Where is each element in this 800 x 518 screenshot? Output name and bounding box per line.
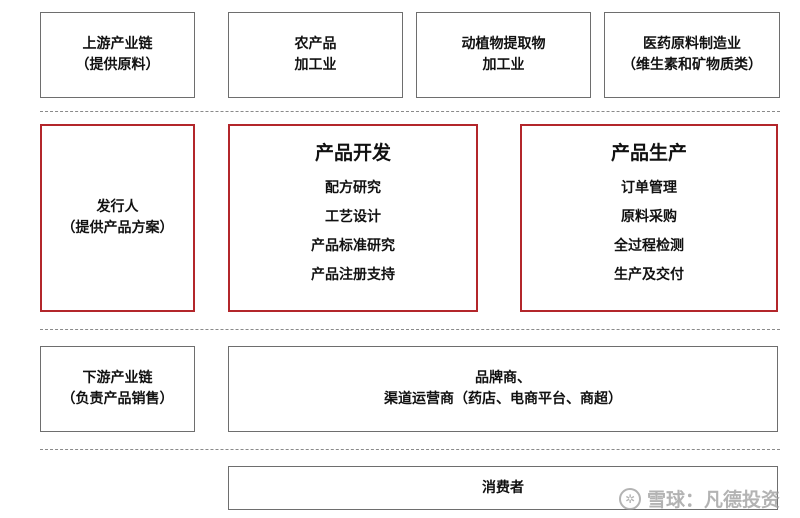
consumer-box: 消费者	[228, 466, 778, 510]
pharma-raw-material-line1: 医药原料制造业	[643, 36, 741, 52]
product-development-box: 产品开发 配方研究 工艺设计 产品标准研究 产品注册支持	[228, 124, 478, 312]
downstream-chain-subtitle: （负责产品销售）	[61, 391, 174, 407]
product-development-items: 配方研究 工艺设计 产品标准研究 产品注册支持	[311, 174, 395, 290]
separator-line-2	[40, 329, 780, 330]
pharma-raw-material-line2: （维生素和矿物质类）	[622, 57, 762, 73]
agricultural-processing-line2: 加工业	[294, 57, 337, 73]
plant-animal-extract-line1: 动植物提取物	[461, 36, 546, 52]
product-development-item: 产品注册支持	[311, 267, 395, 283]
agricultural-processing-line1: 农产品	[294, 36, 337, 52]
consumer-label: 消费者	[482, 479, 524, 496]
product-development-item: 产品标准研究	[311, 238, 395, 254]
upstream-chain-box: 上游产业链 （提供原料）	[40, 12, 195, 98]
channels-line1: 品牌商、	[475, 370, 531, 386]
product-development-item: 配方研究	[325, 180, 381, 196]
product-development-item: 工艺设计	[325, 209, 381, 225]
product-production-items: 订单管理 原料采购 全过程检测 生产及交付	[614, 174, 684, 290]
product-production-item: 生产及交付	[614, 267, 684, 283]
issuer-subtitle: （提供产品方案）	[61, 220, 174, 236]
product-development-title: 产品开发	[314, 142, 391, 164]
upstream-chain-title: 上游产业链	[82, 36, 153, 52]
product-production-title: 产品生产	[610, 142, 687, 164]
product-production-item: 原料采购	[621, 209, 677, 225]
watermark-text: 雪球：凡德投资	[646, 489, 780, 511]
upstream-chain-subtitle: （提供原料）	[75, 57, 160, 73]
channels-box: 品牌商、 渠道运营商（药店、电商平台、商超）	[228, 346, 778, 432]
plant-animal-extract-line2: 加工业	[482, 57, 525, 73]
downstream-chain-title: 下游产业链	[82, 370, 153, 386]
product-production-box: 产品生产 订单管理 原料采购 全过程检测 生产及交付	[520, 124, 778, 312]
issuer-box: 发行人 （提供产品方案）	[40, 124, 195, 312]
watermark: ✲ 雪球：凡德投资	[618, 485, 780, 512]
agricultural-processing-box: 农产品 加工业	[228, 12, 403, 98]
issuer-title: 发行人	[96, 199, 139, 215]
pharma-raw-material-box: 医药原料制造业 （维生素和矿物质类）	[604, 12, 780, 98]
separator-line-1	[40, 111, 780, 112]
snowball-logo-icon: ✲	[618, 487, 641, 510]
product-production-item: 订单管理	[621, 180, 677, 196]
plant-animal-extract-box: 动植物提取物 加工业	[416, 12, 591, 98]
channels-line2: 渠道运营商（药店、电商平台、商超）	[384, 391, 622, 407]
downstream-chain-box: 下游产业链 （负责产品销售）	[40, 346, 195, 432]
product-production-item: 全过程检测	[614, 238, 684, 254]
separator-line-3	[40, 449, 780, 450]
